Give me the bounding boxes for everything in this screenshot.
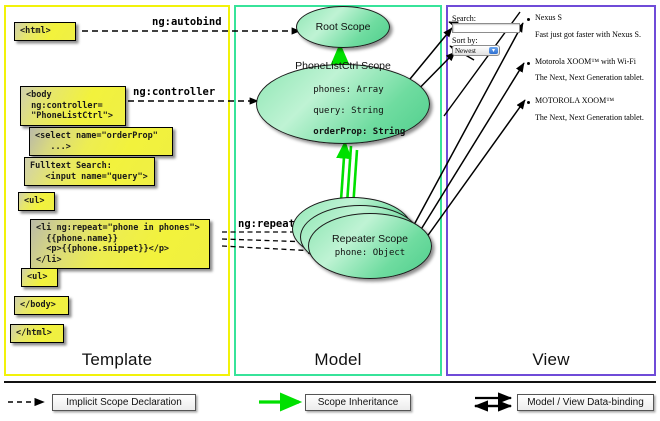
scope-phonelistctrl-title: PhoneListCtrl Scope xyxy=(295,59,391,72)
view-phone-name-1[interactable]: Motorola XOOM™ with Wi-Fi xyxy=(535,57,636,66)
code-box-select[interactable]: <select name="orderProp" ...> xyxy=(29,127,173,156)
view-phone-snippet-0: Fast just got faster with Nexus S. xyxy=(535,30,641,39)
label-ng-repeat: ng:repeat xyxy=(238,218,295,230)
view-phone-snippet-2: The Next, Next Generation tablet. xyxy=(535,113,644,122)
prop-orderprop: orderProp: String xyxy=(313,127,406,138)
legend-divider xyxy=(4,381,656,383)
code-box-html-open[interactable]: <html> xyxy=(14,22,76,41)
code-box-body-open[interactable]: <body ng:controller= "PhoneListCtrl"> xyxy=(20,86,126,126)
label-ng-controller: ng:controller xyxy=(133,86,216,98)
scope-repeater-title: Repeater Scope xyxy=(332,233,408,246)
view-phone-snippet-1: The Next, Next Generation tablet. xyxy=(535,73,644,82)
prop-query: query: String xyxy=(313,106,384,117)
list-bullet xyxy=(527,62,530,65)
view-sort-selected-value: Newest xyxy=(455,46,476,55)
code-box-fulltext-search[interactable]: Fulltext Search: <input name="query"> xyxy=(24,157,155,186)
view-sort-label: Sort by: xyxy=(452,36,478,45)
chevron-down-icon: ▾ xyxy=(489,47,498,54)
panel-template: Template xyxy=(4,5,230,376)
scope-phonelistctrl[interactable]: PhoneListCtrl Scope phones: Array query:… xyxy=(256,60,430,144)
scope-repeater-props: phone: Object xyxy=(334,248,406,259)
legend-model-view-data-binding: Model / View Data-binding xyxy=(517,394,654,411)
view-search-label: Search: xyxy=(452,14,476,23)
scope-root[interactable]: Root Scope xyxy=(296,6,390,48)
view-phone-name-2[interactable]: MOTOROLA XOOM™ xyxy=(535,96,615,105)
view-phone-name-0[interactable]: Nexus S xyxy=(535,13,562,22)
code-box-body-close[interactable]: </body> xyxy=(14,296,69,315)
scope-root-title: Root Scope xyxy=(315,21,371,33)
list-bullet xyxy=(527,101,530,104)
legend-scope-inheritance: Scope Inheritance xyxy=(305,394,411,411)
view-sort-select[interactable]: Newest ▾ xyxy=(452,45,500,56)
panel-template-label: Template xyxy=(81,350,153,369)
code-box-ul-close[interactable]: <ul> xyxy=(21,268,58,287)
code-box-li-repeat[interactable]: <li ng:repeat="phone in phones"> {{phone… xyxy=(30,219,210,269)
scope-phonelistctrl-props: phones: Array query: String orderProp: S… xyxy=(281,75,406,149)
view-search-input[interactable] xyxy=(452,23,520,33)
scope-repeater[interactable]: Repeater Scope phone: Object xyxy=(308,213,432,279)
prop-phones: phones: Array xyxy=(313,85,384,96)
code-box-html-close[interactable]: </html> xyxy=(10,324,64,343)
legend-implicit-scope-declaration: Implicit Scope Declaration xyxy=(52,394,196,411)
label-ng-autobind: ng:autobind xyxy=(152,16,222,28)
panel-view-label: View xyxy=(532,350,570,369)
code-box-ul-open[interactable]: <ul> xyxy=(18,192,55,211)
panel-model-label: Model xyxy=(314,350,362,369)
list-bullet xyxy=(527,18,530,21)
